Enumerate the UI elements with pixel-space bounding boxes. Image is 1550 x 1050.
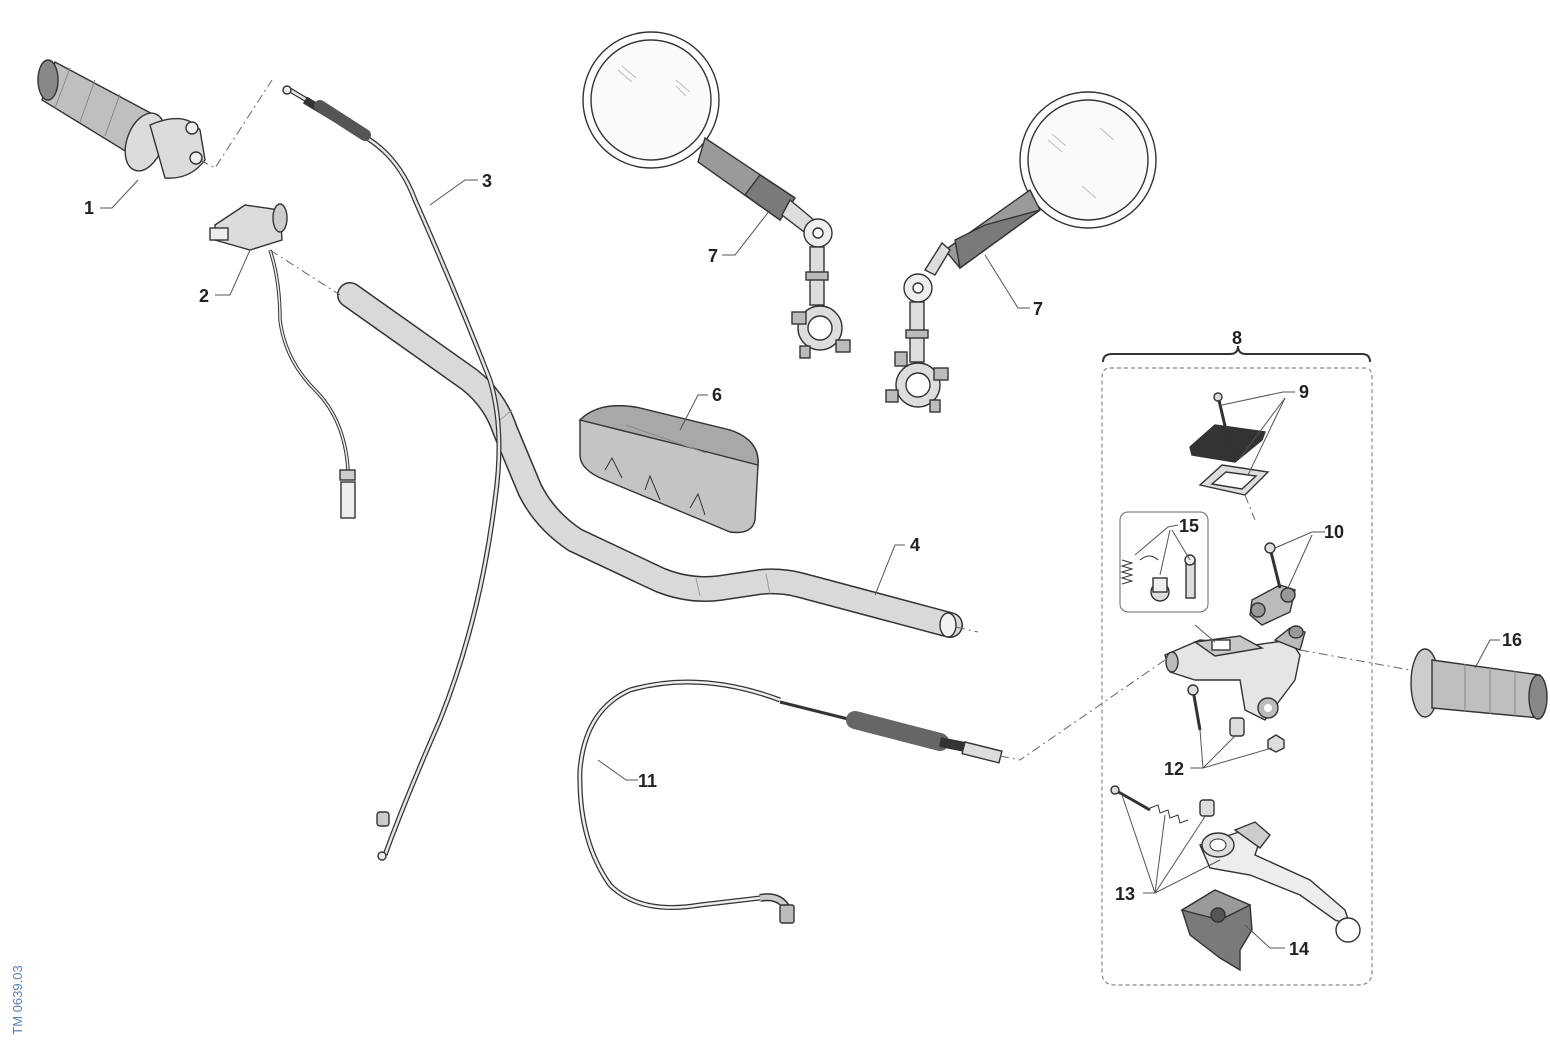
label-part-14: 14 — [1289, 939, 1309, 959]
label-part-7-right: 7 — [1033, 299, 1043, 319]
label-part-8: 8 — [1232, 328, 1242, 348]
label-part-2: 2 — [199, 286, 209, 306]
clutch-assembly-group — [1101, 345, 1373, 986]
label-part-13: 13 — [1115, 884, 1135, 904]
label-part-3: 3 — [482, 171, 492, 191]
label-part-15: 15 — [1179, 516, 1199, 536]
label-part-1: 1 — [84, 198, 94, 218]
label-part-11: 11 — [638, 771, 657, 791]
handlebar-clamp — [1249, 542, 1296, 626]
clutch-cable — [577, 679, 1021, 924]
drawing-reference-code: TM 0639.03 — [10, 965, 25, 1035]
label-part-6: 6 — [712, 385, 722, 405]
throttle-grip-assembly — [37, 59, 273, 179]
label-part-9: 9 — [1299, 382, 1309, 402]
part-labels: 1 2 3 4 6 7 7 8 9 10 11 12 13 14 15 16 — [84, 171, 1522, 959]
label-part-7-left: 7 — [708, 246, 718, 266]
adjuster-knob — [1180, 889, 1253, 972]
clutch-master-cylinder — [1019, 624, 1411, 761]
reservoir-cap — [1189, 392, 1270, 521]
throttle-cable — [282, 85, 502, 861]
pivot-bolt-set — [1187, 684, 1285, 753]
mirror-right — [885, 91, 1157, 413]
clutch-lever — [1110, 785, 1361, 943]
label-part-16: 16 — [1502, 630, 1522, 650]
leader-lines — [100, 179, 1500, 949]
label-part-10: 10 — [1324, 522, 1344, 542]
mirror-left — [582, 31, 851, 359]
switch-connector — [209, 203, 356, 519]
handlebar-pad — [578, 405, 759, 534]
label-part-4: 4 — [910, 535, 920, 555]
left-grip — [1410, 648, 1548, 720]
seal-kit-inset — [1119, 511, 1209, 613]
label-part-12: 12 — [1164, 759, 1184, 779]
